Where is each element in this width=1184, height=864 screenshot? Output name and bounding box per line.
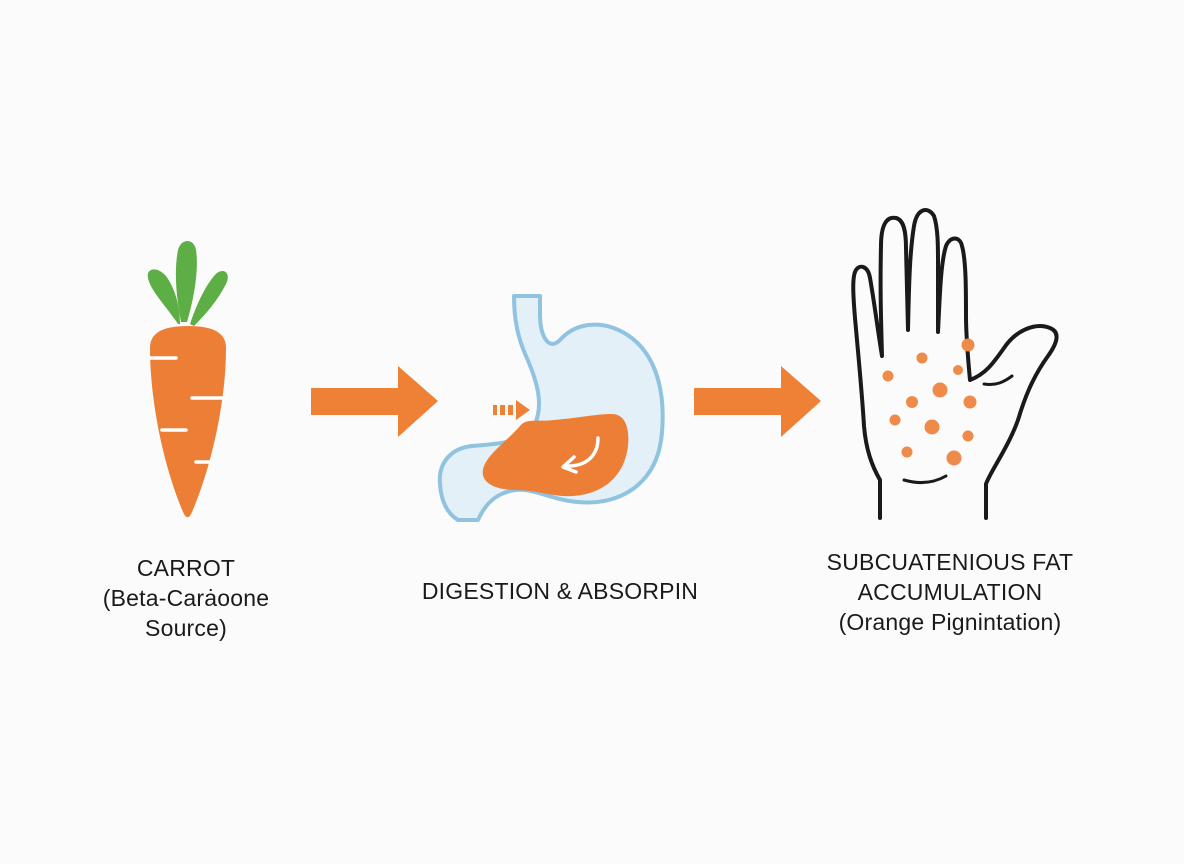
pigment-dot <box>933 383 948 398</box>
arrow-right-icon <box>311 366 438 437</box>
digestion-label-line-1: DIGESTION & ABSORPIN <box>400 576 720 606</box>
hand-outline <box>853 210 1056 518</box>
pigment-dot <box>925 420 940 435</box>
pigment-dot <box>890 415 901 426</box>
carrot-label-line-3: Source) <box>66 613 306 643</box>
pigment-dot <box>883 371 894 382</box>
thumb-crease <box>984 376 1012 385</box>
carrot-leaf-left <box>148 269 180 324</box>
pigment-dot <box>963 431 974 442</box>
digestion-label: DIGESTION & ABSORPIN <box>400 576 720 606</box>
pigment-dot <box>953 365 963 375</box>
carrot-body <box>150 326 226 517</box>
carrot-label: CARROT (Beta-Carȧoone Source) <box>66 553 306 643</box>
pigment-dot <box>906 396 918 408</box>
pigment-dot <box>917 353 928 364</box>
stomach-contents <box>483 414 629 496</box>
pigment-dot <box>962 339 975 352</box>
carrot-leaf-middle <box>176 241 197 322</box>
fat-accumulation-label-line-1: SUBCUATENIOUS FAT <box>800 547 1100 577</box>
arrow-right-icon <box>694 366 821 437</box>
palm-crease <box>904 476 946 483</box>
pigment-dot <box>947 451 962 466</box>
pigment-dot <box>964 396 977 409</box>
carrot-icon <box>148 241 228 517</box>
absorption-arrow-icon <box>493 400 530 420</box>
fat-accumulation-label: SUBCUATENIOUS FAT ACCUMULATION (Orange P… <box>800 547 1100 637</box>
pigment-dot <box>902 447 913 458</box>
carrot-label-line-2: (Beta-Carȧoone <box>66 583 306 613</box>
hand-icon <box>853 210 1056 518</box>
fat-accumulation-label-line-2: ACCUMULATION <box>800 577 1100 607</box>
pigment-dots <box>883 339 977 466</box>
stomach-icon <box>440 296 663 520</box>
fat-accumulation-label-line-3: (Orange Pignintation) <box>800 607 1100 637</box>
carrot-label-line-1: CARROT <box>66 553 306 583</box>
